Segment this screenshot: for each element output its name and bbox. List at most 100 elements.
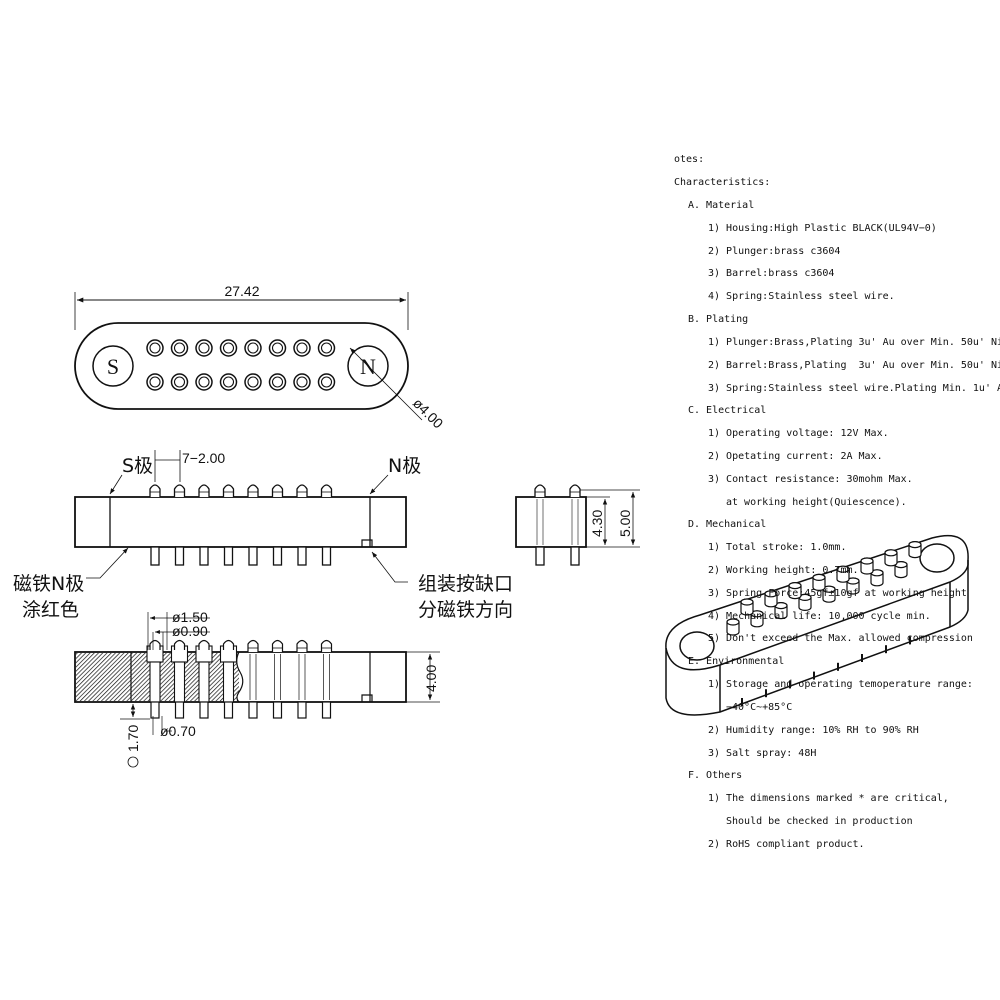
tail-pin: [174, 546, 185, 566]
magnet-n-circle: [347, 345, 389, 387]
notes-characteristics: Characteristics:: [674, 177, 771, 189]
iso-magnet-hole-left: [679, 631, 715, 661]
notes-environmental-1: 1) Storage and operating temoperature ra…: [708, 679, 973, 691]
pin-inner-ring: [247, 376, 259, 388]
tail-pin: [223, 546, 234, 566]
notes-mechanical-5: 5) Don't exceed the Max. allowed compres…: [708, 633, 973, 645]
plunger-tip: [296, 484, 308, 497]
section-tail-pin: [174, 701, 185, 719]
iso-pin-top: [836, 565, 850, 573]
pin-inner-ring: [296, 342, 308, 354]
notes-electrical-3: 3) Contact resistance: 30mohm Max.: [708, 473, 913, 485]
pin-inner-ring: [320, 376, 333, 388]
notes-material-1: 1) Housing:High Plastic BLACK(UL94V−0): [708, 222, 937, 234]
section-tail-pin: [272, 701, 283, 719]
notes-plating-1: 1) Plunger:Brass,Plating 3u' Au over Min…: [708, 336, 1000, 348]
pin-outer-ring: [195, 373, 213, 391]
pin-outer-ring: [195, 339, 213, 357]
assembly-notch: [361, 539, 373, 547]
pin-inner-ring: [271, 376, 284, 388]
pin-inner-ring: [222, 376, 235, 388]
housing-front-outline: [74, 496, 407, 548]
notes-heading: otes:: [674, 154, 705, 166]
iso-magnet-hole-right: [919, 543, 955, 573]
section-plunger-tip: [271, 639, 284, 652]
notes-environmental: E. Environmental: [688, 656, 785, 668]
front-pins: [149, 484, 333, 566]
notes-environmental-2: 2) Humidity range: 10% RH to 90% RH: [708, 724, 919, 736]
n-pole-label: N极: [388, 455, 421, 477]
section-barrel: [222, 661, 235, 703]
plunger-tip: [198, 484, 210, 497]
section-plunger-tip: [222, 639, 235, 650]
section-tail-pin: [297, 701, 307, 719]
notes-electrical-2: 2) Opetating current: 2A Max.: [708, 450, 883, 462]
section-tail-pin: [223, 701, 234, 719]
pin-inner-ring: [149, 376, 161, 388]
pin-inner-ring: [149, 342, 161, 354]
pin-grid-top: [146, 339, 336, 391]
side-view: 4.30 5.00: [515, 484, 640, 566]
plunger-tip: [320, 484, 333, 497]
tail-pin: [248, 546, 258, 566]
notes-others: F. Others: [688, 770, 743, 782]
pin-outer-ring: [244, 339, 262, 357]
pin-inner-ring: [247, 342, 259, 354]
pin-outer-ring: [268, 373, 287, 391]
notes-others-1: 1) The dimensions marked * are critical,: [708, 793, 949, 805]
callout-left-line1: 磁铁N极: [13, 573, 84, 595]
notes-material-4: 4) Spring:Stainless steel wire.: [708, 291, 895, 303]
plunger-tip: [271, 484, 284, 497]
pin-inner-ring: [198, 376, 210, 388]
housing-section-outline: [74, 651, 407, 703]
tail-pin: [297, 546, 307, 566]
iso-pin-top: [788, 581, 802, 590]
section-tail-pin: [199, 701, 209, 719]
notes-mechanical-1: 1) Total stroke: 1.0mm.: [708, 542, 847, 554]
section-barrel: [173, 661, 186, 703]
section-plunger-tip: [320, 639, 333, 652]
pin-outer-ring: [317, 339, 336, 357]
iso-pin-top: [726, 618, 740, 626]
notes-electrical-3b: at working height(Quiescence).: [726, 496, 907, 508]
housing-top-outline: [74, 322, 409, 410]
notes-plating-3: 3) Spring:Stainless steel wire.Plating M…: [708, 382, 1000, 394]
pin-inner-ring: [198, 342, 210, 354]
pin-outer-ring: [170, 373, 189, 391]
notes-mechanical-4: 4) Mechanical life: 10,000 cycle min.: [708, 610, 931, 622]
section-dia-3: ø0.70: [160, 723, 196, 739]
side-height-dim-2: 5.00: [617, 510, 633, 537]
pin-inner-ring: [271, 342, 284, 354]
pin-outer-ring: [268, 339, 287, 357]
tail-pin: [272, 546, 283, 566]
section-dim-400: 4.00: [423, 665, 439, 692]
plunger-tip: [247, 484, 259, 497]
notes-material-2: 2) Plunger:brass c3604: [708, 245, 841, 257]
pin-inner-ring: [222, 342, 235, 354]
section-tail-pin: [150, 701, 160, 719]
notes-others-1b: Should be checked in production: [726, 815, 913, 827]
plunger-tip: [149, 484, 161, 497]
plunger-tip: [173, 484, 186, 497]
iso-pin-top: [764, 590, 778, 598]
section-plunger-tip: [149, 639, 161, 650]
notes-electrical: C. Electrical: [688, 405, 767, 417]
section-plunger-tip: [173, 639, 186, 650]
pin-inner-ring: [173, 376, 186, 388]
iso-pin-top: [884, 549, 898, 557]
pin-outer-ring: [146, 373, 164, 391]
pin-outer-ring: [219, 339, 238, 357]
magnet-s-label: S: [107, 354, 119, 379]
notes-mechanical-2: 2) Working height: 0.7mm.: [708, 565, 859, 577]
notes-plating-2: 2) Barrel:Brass,Plating 3u' Au over Min.…: [708, 359, 1000, 371]
s-pole-label: S极: [122, 455, 153, 477]
pin-inner-ring: [296, 376, 308, 388]
section-view: ø1.50 ø0.90 ø0.70 1.70 4.00: [74, 609, 440, 768]
pin-outer-ring: [317, 373, 336, 391]
section-barrel: [198, 661, 210, 703]
side-tail-pin: [535, 546, 545, 566]
pin-outer-ring: [170, 339, 189, 357]
notes-environmental-1b: −40°C~+85°C: [726, 701, 793, 713]
pin-inner-ring: [320, 342, 333, 354]
notes-others-2: 2) RoHS compliant product.: [708, 838, 865, 850]
